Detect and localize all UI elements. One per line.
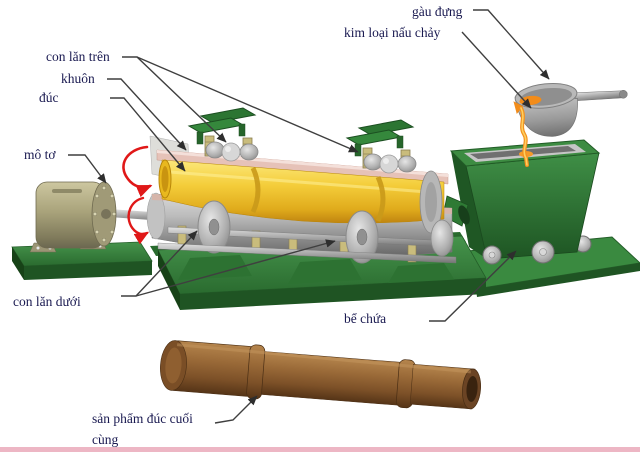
leader-lower-rollers-right <box>135 239 336 297</box>
bottom-strip <box>0 447 640 452</box>
mold-graphic <box>146 135 453 257</box>
label-final-product: sản phẩm đúc cuối cùng <box>92 408 193 450</box>
label-mold-line2: đúc <box>39 90 59 105</box>
leader-motor <box>68 154 107 184</box>
leader-mold-shell <box>107 78 187 151</box>
final-product-graphic <box>160 340 481 410</box>
lower-rollers <box>157 200 457 264</box>
label-molten-metal: kim loại nấu chảy <box>344 25 441 40</box>
leader-final-product <box>214 395 258 424</box>
label-lower-rollers: con lăn dưới <box>13 294 81 309</box>
leader-upper-rollers-right <box>136 56 359 153</box>
label-motor: mô tơ <box>24 147 56 162</box>
label-ladle: gàu đựng <box>412 4 463 19</box>
ladle-graphic <box>513 82 628 137</box>
label-mold-line1: khuôn <box>61 71 95 86</box>
upper-roller-assembly-right <box>346 119 417 174</box>
leader-mold-inner <box>110 97 186 172</box>
leader-container <box>429 250 517 322</box>
label-final-product-line2: cùng <box>92 432 119 447</box>
ladle-handle <box>574 90 624 102</box>
rotation-arrows <box>122 145 153 245</box>
label-final-product-line1: sản phẩm đúc cuối <box>92 411 193 426</box>
molten-stream <box>519 106 529 167</box>
leader-lines <box>68 9 550 424</box>
leader-molten-metal <box>461 31 532 109</box>
label-container: bể chứa <box>344 311 387 326</box>
leader-ladle <box>473 9 550 80</box>
label-upper-rollers: con lăn trên <box>46 49 110 64</box>
